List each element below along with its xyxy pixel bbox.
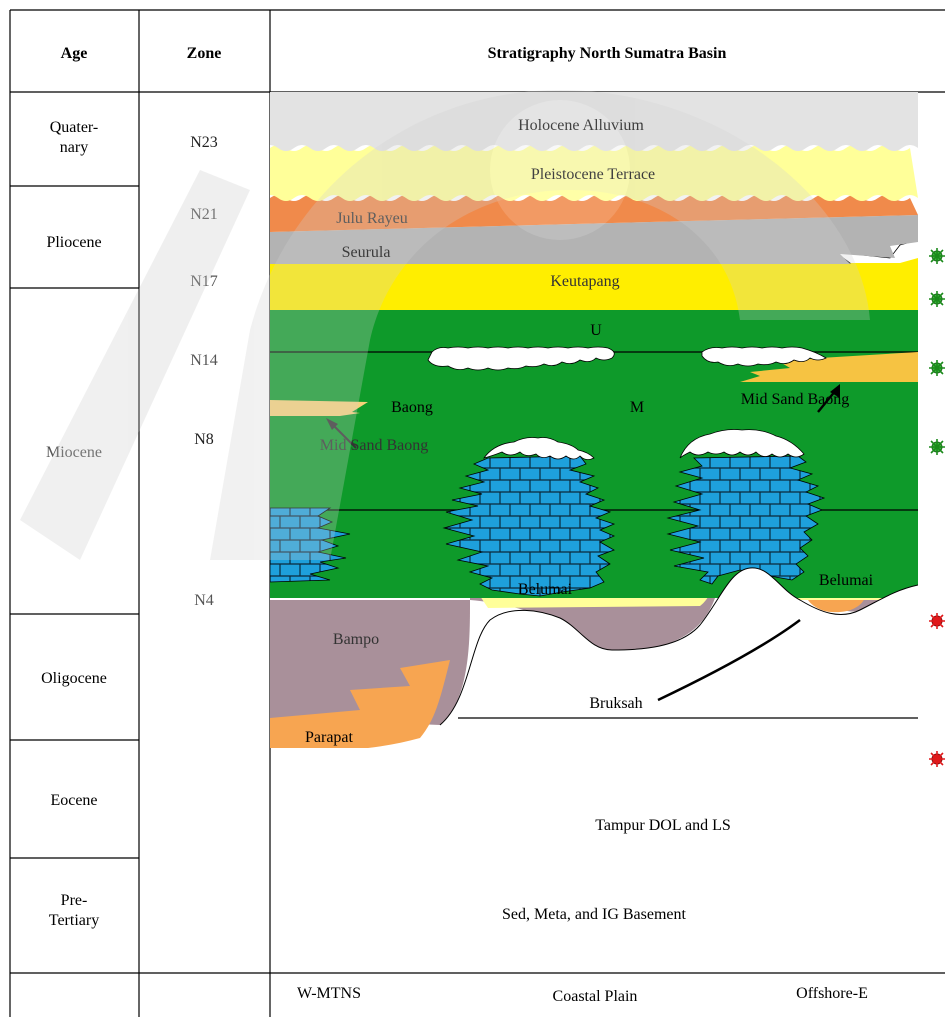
basement-layer <box>270 748 926 801</box>
label-mid-sand-east: Mid Sand Baong <box>741 391 849 408</box>
label-julu-rayeu: Julu Rayeu <box>336 210 408 227</box>
mid-sand-east <box>740 352 918 382</box>
label-seurula: Seurula <box>342 244 391 261</box>
zone-n21: N21 <box>190 206 218 223</box>
basement-high-outline <box>439 567 918 726</box>
label-holocene: Holocene Alluvium <box>518 117 644 134</box>
arrow-mid-sand-west <box>326 418 357 449</box>
zone-n8: N8 <box>194 431 214 448</box>
label-baong: Baong <box>391 399 433 416</box>
parapat-east <box>808 598 865 613</box>
age-miocene: Miocene <box>46 444 102 461</box>
zone-n17: N17 <box>190 273 218 290</box>
watermark <box>20 90 870 560</box>
footer-west: W-MTNS <box>297 985 361 1002</box>
label-bampo: Bampo <box>333 631 379 648</box>
basement-high <box>440 567 918 748</box>
age-pliocene: Pliocene <box>46 234 101 251</box>
footer-center: Coastal Plain <box>553 988 638 1005</box>
age-quaternary-2: nary <box>60 139 88 156</box>
indicator-green-2 <box>929 291 945 307</box>
fault-upper <box>657 618 801 702</box>
indicator-red-1 <box>929 613 945 629</box>
keutapang-layer <box>270 258 918 310</box>
label-belumai-east: Belumai <box>819 572 874 589</box>
label-pleistocene: Pleistocene Terrace <box>531 166 655 183</box>
julu-rayeu-layer <box>270 195 918 232</box>
label-upper: U <box>590 322 602 339</box>
age-oligocene: Oligocene <box>41 670 107 687</box>
zone-n4: N4 <box>194 592 214 609</box>
age-pretertiary-2: Tertiary <box>49 912 99 929</box>
carbonate-cap-center <box>483 437 595 460</box>
label-bruksah: Bruksah <box>589 695 642 712</box>
label-tampur: Tampur DOL and LS <box>595 817 731 834</box>
age-eocene: Eocene <box>50 792 97 809</box>
strat-column <box>270 92 926 925</box>
label-belumai-center: Belumai <box>518 581 573 598</box>
header-age: Age <box>61 45 88 62</box>
age-pretertiary: Pre- <box>61 892 88 909</box>
sand-lens-2 <box>701 346 827 367</box>
zone-n23: N23 <box>190 134 218 151</box>
indicator-green-3 <box>929 360 945 376</box>
sand-lens-1 <box>427 346 615 371</box>
label-middle: M <box>630 399 644 416</box>
label-mid-sand-west: Mid Sand Baong <box>320 437 428 454</box>
mid-sand-west <box>270 400 368 416</box>
label-parapat: Parapat <box>305 729 354 746</box>
terrace-layer <box>270 145 918 201</box>
indicator-red-2 <box>929 751 945 767</box>
carbonate-cap-east <box>679 429 805 459</box>
footer-east: Offshore-E <box>796 985 868 1002</box>
parapat-layer <box>270 660 450 748</box>
seurula-layer <box>270 215 918 264</box>
alluvium-layer <box>270 92 918 151</box>
arrow-mid-sand-east <box>817 384 840 413</box>
carbonate-west <box>270 507 351 583</box>
zone-n14: N14 <box>190 352 218 369</box>
indicator-green-4 <box>929 439 945 455</box>
carbonate-center <box>442 455 616 597</box>
tampur-root <box>842 895 868 925</box>
header-zone: Zone <box>187 45 222 62</box>
indicator-green-1 <box>929 248 945 264</box>
label-keutapang: Keutapang <box>550 273 619 290</box>
header-title: Stratigraphy North Sumatra Basin <box>488 45 727 62</box>
label-basement: Sed, Meta, and IG Basement <box>502 906 687 923</box>
fault-lower <box>436 760 570 774</box>
age-quaternary: Quater- <box>50 119 99 136</box>
